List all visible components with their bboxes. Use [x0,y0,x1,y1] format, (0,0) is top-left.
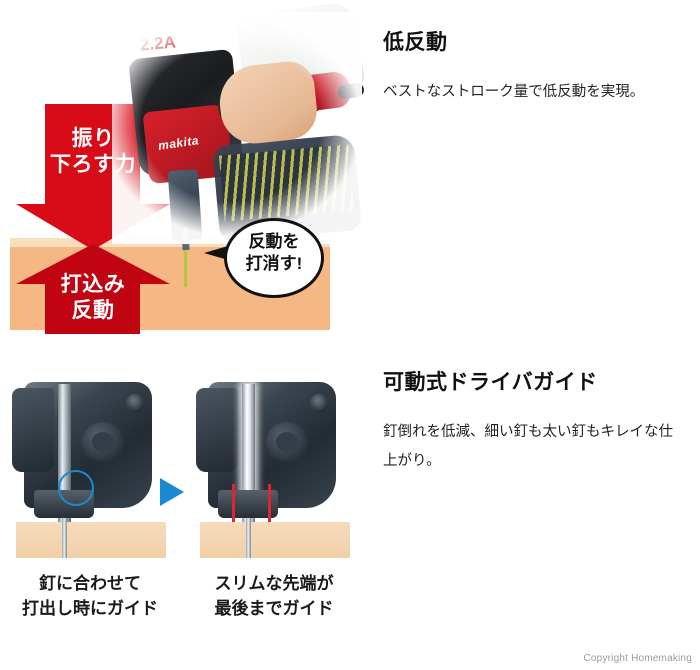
guide-figure-after [192,378,356,558]
nail-before [62,518,67,558]
section-heading-low-recoil: 低反動 [383,31,448,54]
tool-side-body-before [12,388,54,472]
caption-after: スリムな先端が 最後までガイド [186,572,362,621]
driver-guide-comparison: 釘に合わせて 打出し時にガイド スリムな先端が 最後までガイド [0,378,370,618]
speech-bubble-line2: 打消す! [245,253,303,273]
tool-screw-before [126,394,144,412]
caption-before: 釘に合わせて 打出し時にガイド [2,572,178,621]
nail-illustration [184,243,187,287]
highlight-circle-icon [58,470,94,506]
recoil-diagram: 振り 下ろす力 makita 2.2A 打込み [0,0,370,340]
adjust-knob-center-after [276,432,298,452]
caption-before-line1: 釘に合わせて [39,574,141,593]
arrow-down-label-line1: 振り [71,127,115,150]
workpiece-wood-after [200,522,350,558]
caption-after-line2: 最後までガイド [214,598,334,618]
nail-gun-tip [181,227,190,251]
highlight-line-right-icon [268,484,271,528]
speech-bubble-line1: 反動を [248,232,300,251]
speech-bubble: 反動を 打消す! [224,218,324,298]
caption-before-line2: 打出し時にガイド [22,598,158,618]
tool-side-body-after [196,388,238,472]
caption-after-line1: スリムな先端が [214,574,334,593]
magazine-label: 2.2A [139,32,177,55]
arrow-up-head [16,244,170,284]
coil-nails [218,144,355,222]
tool-screw-after [310,394,328,412]
highlight-line-left-icon [232,484,235,528]
speech-bubble-tail [204,246,228,260]
arrow-up-label: 打込み 反動 [16,272,170,323]
section-body-low-recoil: ベストなストローク量で低反動を実現。 [383,84,645,100]
arrow-up-label-line1: 打込み [60,273,126,296]
adjust-knob-center-before [92,432,114,452]
arrow-up-shaft [45,282,140,334]
recoil-arrow: 打込み 反動 [16,244,170,334]
copyright-notice: Copyright Homemaking [583,653,692,664]
arrow-up-label-line2: 反動 [71,298,115,322]
section-body-driver-guide: 釘倒れを低減、細い釘も太い釘もキレイな仕上がり。 [383,424,673,469]
nail-after [246,518,251,558]
guide-figure-before [8,378,172,558]
speech-bubble-text: 反動を 打消す! [227,231,321,275]
workpiece-wood-before [16,522,166,558]
nail-gun-photo: makita 2.2A [112,0,366,251]
comparison-arrow-icon [160,478,184,506]
section-heading-driver-guide: 可動式ドライバガイド [383,371,598,394]
